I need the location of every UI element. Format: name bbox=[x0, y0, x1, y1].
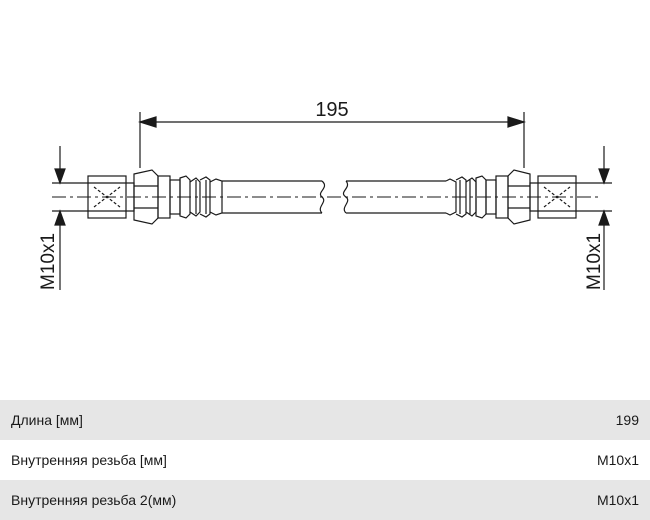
hose-body bbox=[222, 180, 446, 214]
spec-value: M10x1 bbox=[596, 452, 639, 468]
spec-label: Внутренняя резьба [мм] bbox=[11, 452, 167, 468]
spec-value: 199 bbox=[615, 412, 639, 428]
left-thread-dimension bbox=[52, 146, 88, 290]
right-fitting bbox=[445, 169, 577, 225]
right-thread-dimension bbox=[576, 146, 612, 290]
brake-hose-drawing: 195 M10x1 M10x1 bbox=[38, 99, 612, 290]
spec-row-length: Длина [мм] 199 bbox=[0, 400, 650, 440]
spec-row-inner-thread: Внутренняя резьба [мм] M10x1 bbox=[0, 440, 650, 480]
spec-label: Внутренняя резьба 2(мм) bbox=[11, 492, 177, 508]
spec-row-inner-thread-2: Внутренняя резьба 2(мм) M10x1 bbox=[0, 480, 650, 520]
spec-table: Длина [мм] 199 Внутренняя резьба [мм] M1… bbox=[0, 400, 650, 520]
spec-label: Длина [мм] bbox=[11, 412, 83, 428]
left-thread-label: M10x1 bbox=[38, 233, 59, 290]
spec-value: M10x1 bbox=[596, 492, 639, 508]
length-dimension bbox=[137, 112, 527, 168]
right-thread-label: M10x1 bbox=[584, 233, 605, 290]
left-fitting bbox=[87, 169, 223, 225]
length-dimension-label: 195 bbox=[315, 99, 348, 121]
